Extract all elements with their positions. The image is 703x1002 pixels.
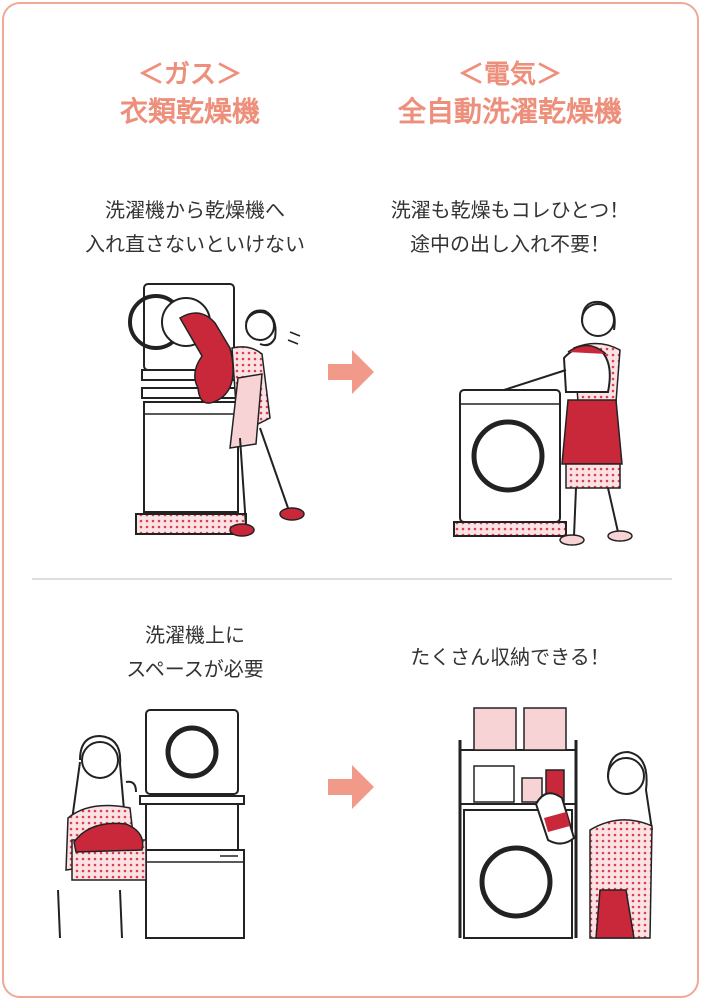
desc-line: スペースが必要 [126, 657, 264, 681]
arrow-right-icon [328, 765, 374, 809]
storage-description: たくさん収納できる！ [355, 640, 665, 674]
arrow-right-icon [328, 350, 374, 394]
electric-washer-title: 全自動洗濯乾燥機 [397, 95, 622, 128]
section-divider [32, 578, 672, 580]
electric-washer-illustration [453, 300, 633, 546]
gas-dryer-heading: ＜ガス＞ 衣類乾燥機 [90, 58, 290, 132]
electric-label: ＜電気＞ [457, 60, 562, 90]
gas-dryer-title: 衣類乾燥機 [119, 95, 260, 128]
gas-dryer-illustration [128, 283, 305, 537]
storage-rack-illustration [458, 707, 653, 939]
desc-line: 洗濯も乾燥もコレひとつ！ [390, 198, 630, 222]
desc-line: たくさん収納できる！ [410, 645, 610, 669]
desc-line: 洗濯機上に [145, 623, 245, 647]
gas-label: ＜ガス＞ [137, 60, 242, 90]
space-needed-description: 洗濯機上に スペースが必要 [40, 618, 350, 686]
desc-line: 途中の出し入れ不要！ [410, 232, 610, 256]
electric-washer-heading: ＜電気＞ 全自動洗濯乾燥機 [360, 58, 660, 132]
desc-line: 入れ直さないといけない [85, 232, 305, 256]
electric-washer-description: 洗濯も乾燥もコレひとつ！ 途中の出し入れ不要！ [355, 193, 665, 261]
desc-line: 洗濯機から乾燥機へ [105, 198, 285, 222]
dryer-space-illustration [57, 709, 245, 939]
gas-dryer-description: 洗濯機から乾燥機へ 入れ直さないといけない [40, 193, 350, 261]
